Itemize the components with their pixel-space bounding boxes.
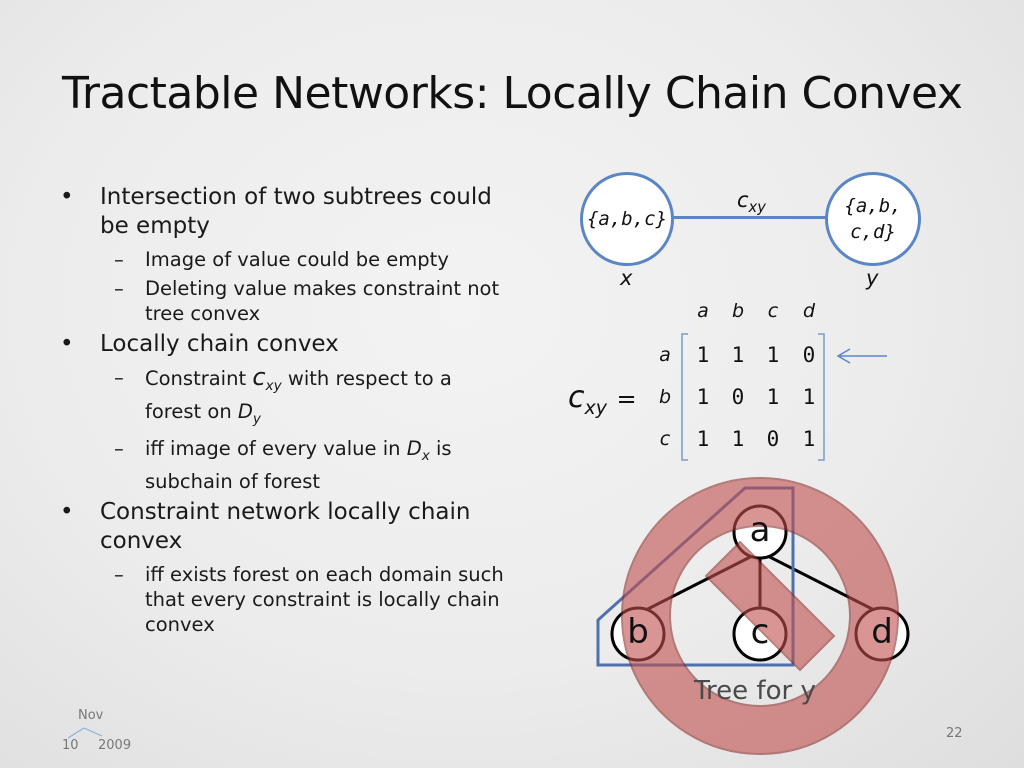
matrix-cell: 0 (731, 385, 745, 409)
sub-bullet-text: iff exists forest on each domain such th… (145, 562, 504, 636)
node-x: {a,b,c} (580, 172, 674, 266)
matrix-cell: 1 (696, 343, 710, 367)
bullet-dot-icon: • (60, 184, 74, 210)
tree-node-label-c: c (750, 612, 770, 652)
node-y-domain-line1: {a,b, (844, 195, 902, 217)
footer-date-year: 2009 (98, 738, 132, 753)
sub-bullet-text: Deleting value makes constraint not tree… (145, 277, 500, 325)
matrix-row-header: b (658, 386, 672, 408)
node-x-domain: {a,b,c} (586, 208, 668, 230)
sub-bullet-item: – iff exists forest on each domain such … (58, 562, 508, 637)
sub-bullet-text: Constraint cxy with respect to a forest … (145, 363, 452, 427)
dash-icon: – (114, 436, 124, 460)
sub-bullet-item: – iff image of every value in Dx is subc… (58, 436, 508, 494)
bullet-text: Intersection of two subtrees could be em… (100, 184, 492, 239)
matrix-col-header: a (697, 300, 709, 322)
dash-icon: – (114, 562, 124, 586)
matrix-cell: 1 (802, 427, 816, 451)
bullet-item: • Locally chain convex (58, 330, 508, 359)
sub-bullet-item: – Image of value could be empty (58, 247, 508, 272)
matrix-lhs: cxy = (568, 380, 637, 419)
matrix-cell: 1 (766, 343, 780, 367)
sub-bullet-item: – Deleting value makes constraint not tr… (58, 276, 508, 326)
node-y-domain-line2: c,d} (850, 221, 896, 243)
bullet-list: • Intersection of two subtrees could be … (58, 183, 508, 641)
slide-title: Tractable Networks: Locally Chain Convex (62, 68, 963, 119)
bullet-item: • Intersection of two subtrees could be … (58, 183, 508, 241)
footer-date-month: Nov (78, 708, 104, 723)
constraint-edge (670, 216, 832, 219)
node-x-label: x (620, 266, 633, 290)
matrix-row-header: c (659, 428, 671, 450)
matrix-cell: 0 (766, 427, 780, 451)
node-y: {a,b, c,d} (825, 172, 921, 266)
node-y-label: y (866, 266, 879, 290)
sub-bullet-text: Image of value could be empty (145, 248, 449, 271)
bullet-text: Constraint network locally chain convex (100, 498, 471, 554)
dash-icon: – (114, 277, 124, 300)
footer-date-divider-icon (67, 727, 103, 739)
dash-icon: – (114, 248, 124, 271)
tree-caption: Tree for y (694, 676, 816, 706)
matrix-col-header: d (802, 300, 816, 322)
matrix-cell: 1 (696, 427, 710, 451)
bullet-dot-icon: • (60, 498, 74, 525)
footer-date-day: 10 (62, 738, 79, 753)
tree-node-label-b: b (627, 612, 649, 652)
matrix-cell: 1 (696, 385, 710, 409)
tree-edges (637, 550, 883, 616)
tree-node-label-a: a (749, 510, 771, 550)
bullet-item: • Constraint network locally chain conve… (58, 498, 508, 556)
arrow-left-icon (836, 348, 887, 364)
tree-node-label-d: d (871, 612, 893, 652)
matrix-cell: 1 (731, 343, 745, 367)
matrix-cell: 0 (802, 343, 816, 367)
bullet-dot-icon: • (60, 331, 74, 357)
matrix-cell: 1 (766, 385, 780, 409)
dash-icon: – (114, 366, 124, 389)
page-number: 22 (946, 726, 963, 741)
bullet-text: Locally chain convex (100, 331, 339, 357)
sub-bullet-text: iff image of every value in Dx is subcha… (145, 436, 452, 493)
sub-bullet-item: – Constraint cxy with respect to a fores… (58, 365, 508, 432)
matrix-cell: 1 (802, 385, 816, 409)
matrix-cell: 1 (731, 427, 745, 451)
matrix-row-header: a (659, 344, 671, 366)
matrix-col-header: b (731, 300, 745, 322)
matrix-col-header: c (767, 300, 779, 322)
edge-label: cxy (737, 188, 766, 217)
